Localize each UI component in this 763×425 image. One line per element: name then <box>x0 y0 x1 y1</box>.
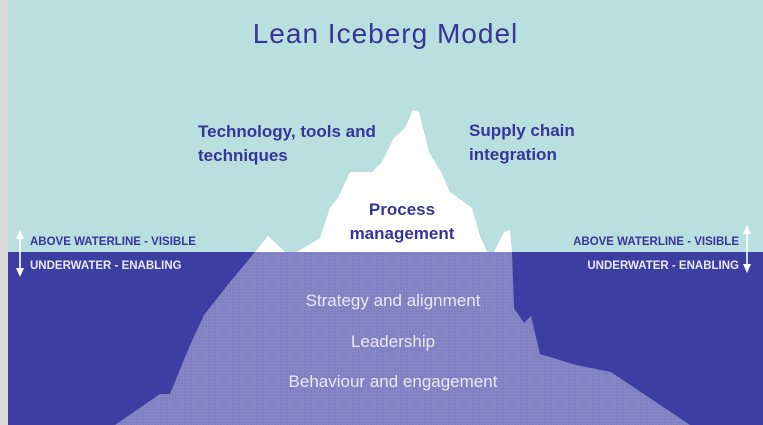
leadership-label: Leadership <box>350 332 436 351</box>
left-frame-bar <box>0 0 8 425</box>
supply-chain-label: Supply chain integration <box>469 119 575 167</box>
technology-label-line-1: Technology, tools and <box>198 122 376 141</box>
right-underwater-label: UNDERWATER - ENABLING <box>587 260 739 272</box>
right-waterline-arrow <box>743 225 751 273</box>
left-above-waterline-label: ABOVE WATERLINE - VISIBLE <box>30 236 196 248</box>
iceberg-above-water <box>255 110 512 252</box>
diagram-title: Lean Iceberg Model <box>252 18 519 49</box>
process-management-label: Process management <box>327 198 477 246</box>
technology-label-line-2: techniques <box>198 146 288 165</box>
left-underwater-label: UNDERWATER - ENABLING <box>30 260 182 272</box>
supply-chain-label-line-2: integration <box>469 145 557 164</box>
iceberg-below-texture <box>115 252 690 425</box>
left-waterline-arrow <box>16 230 24 277</box>
process-label-line-2: management <box>349 224 455 243</box>
right-above-waterline-label: ABOVE WATERLINE - VISIBLE <box>573 236 739 248</box>
behaviour-engagement-label: Behaviour and engagement <box>288 372 498 391</box>
technology-label: Technology, tools and techniques <box>198 120 376 168</box>
supply-chain-label-line-1: Supply chain <box>469 121 575 140</box>
process-label-line-1: Process <box>368 200 436 219</box>
strategy-alignment-label: Strategy and alignment <box>305 291 481 310</box>
